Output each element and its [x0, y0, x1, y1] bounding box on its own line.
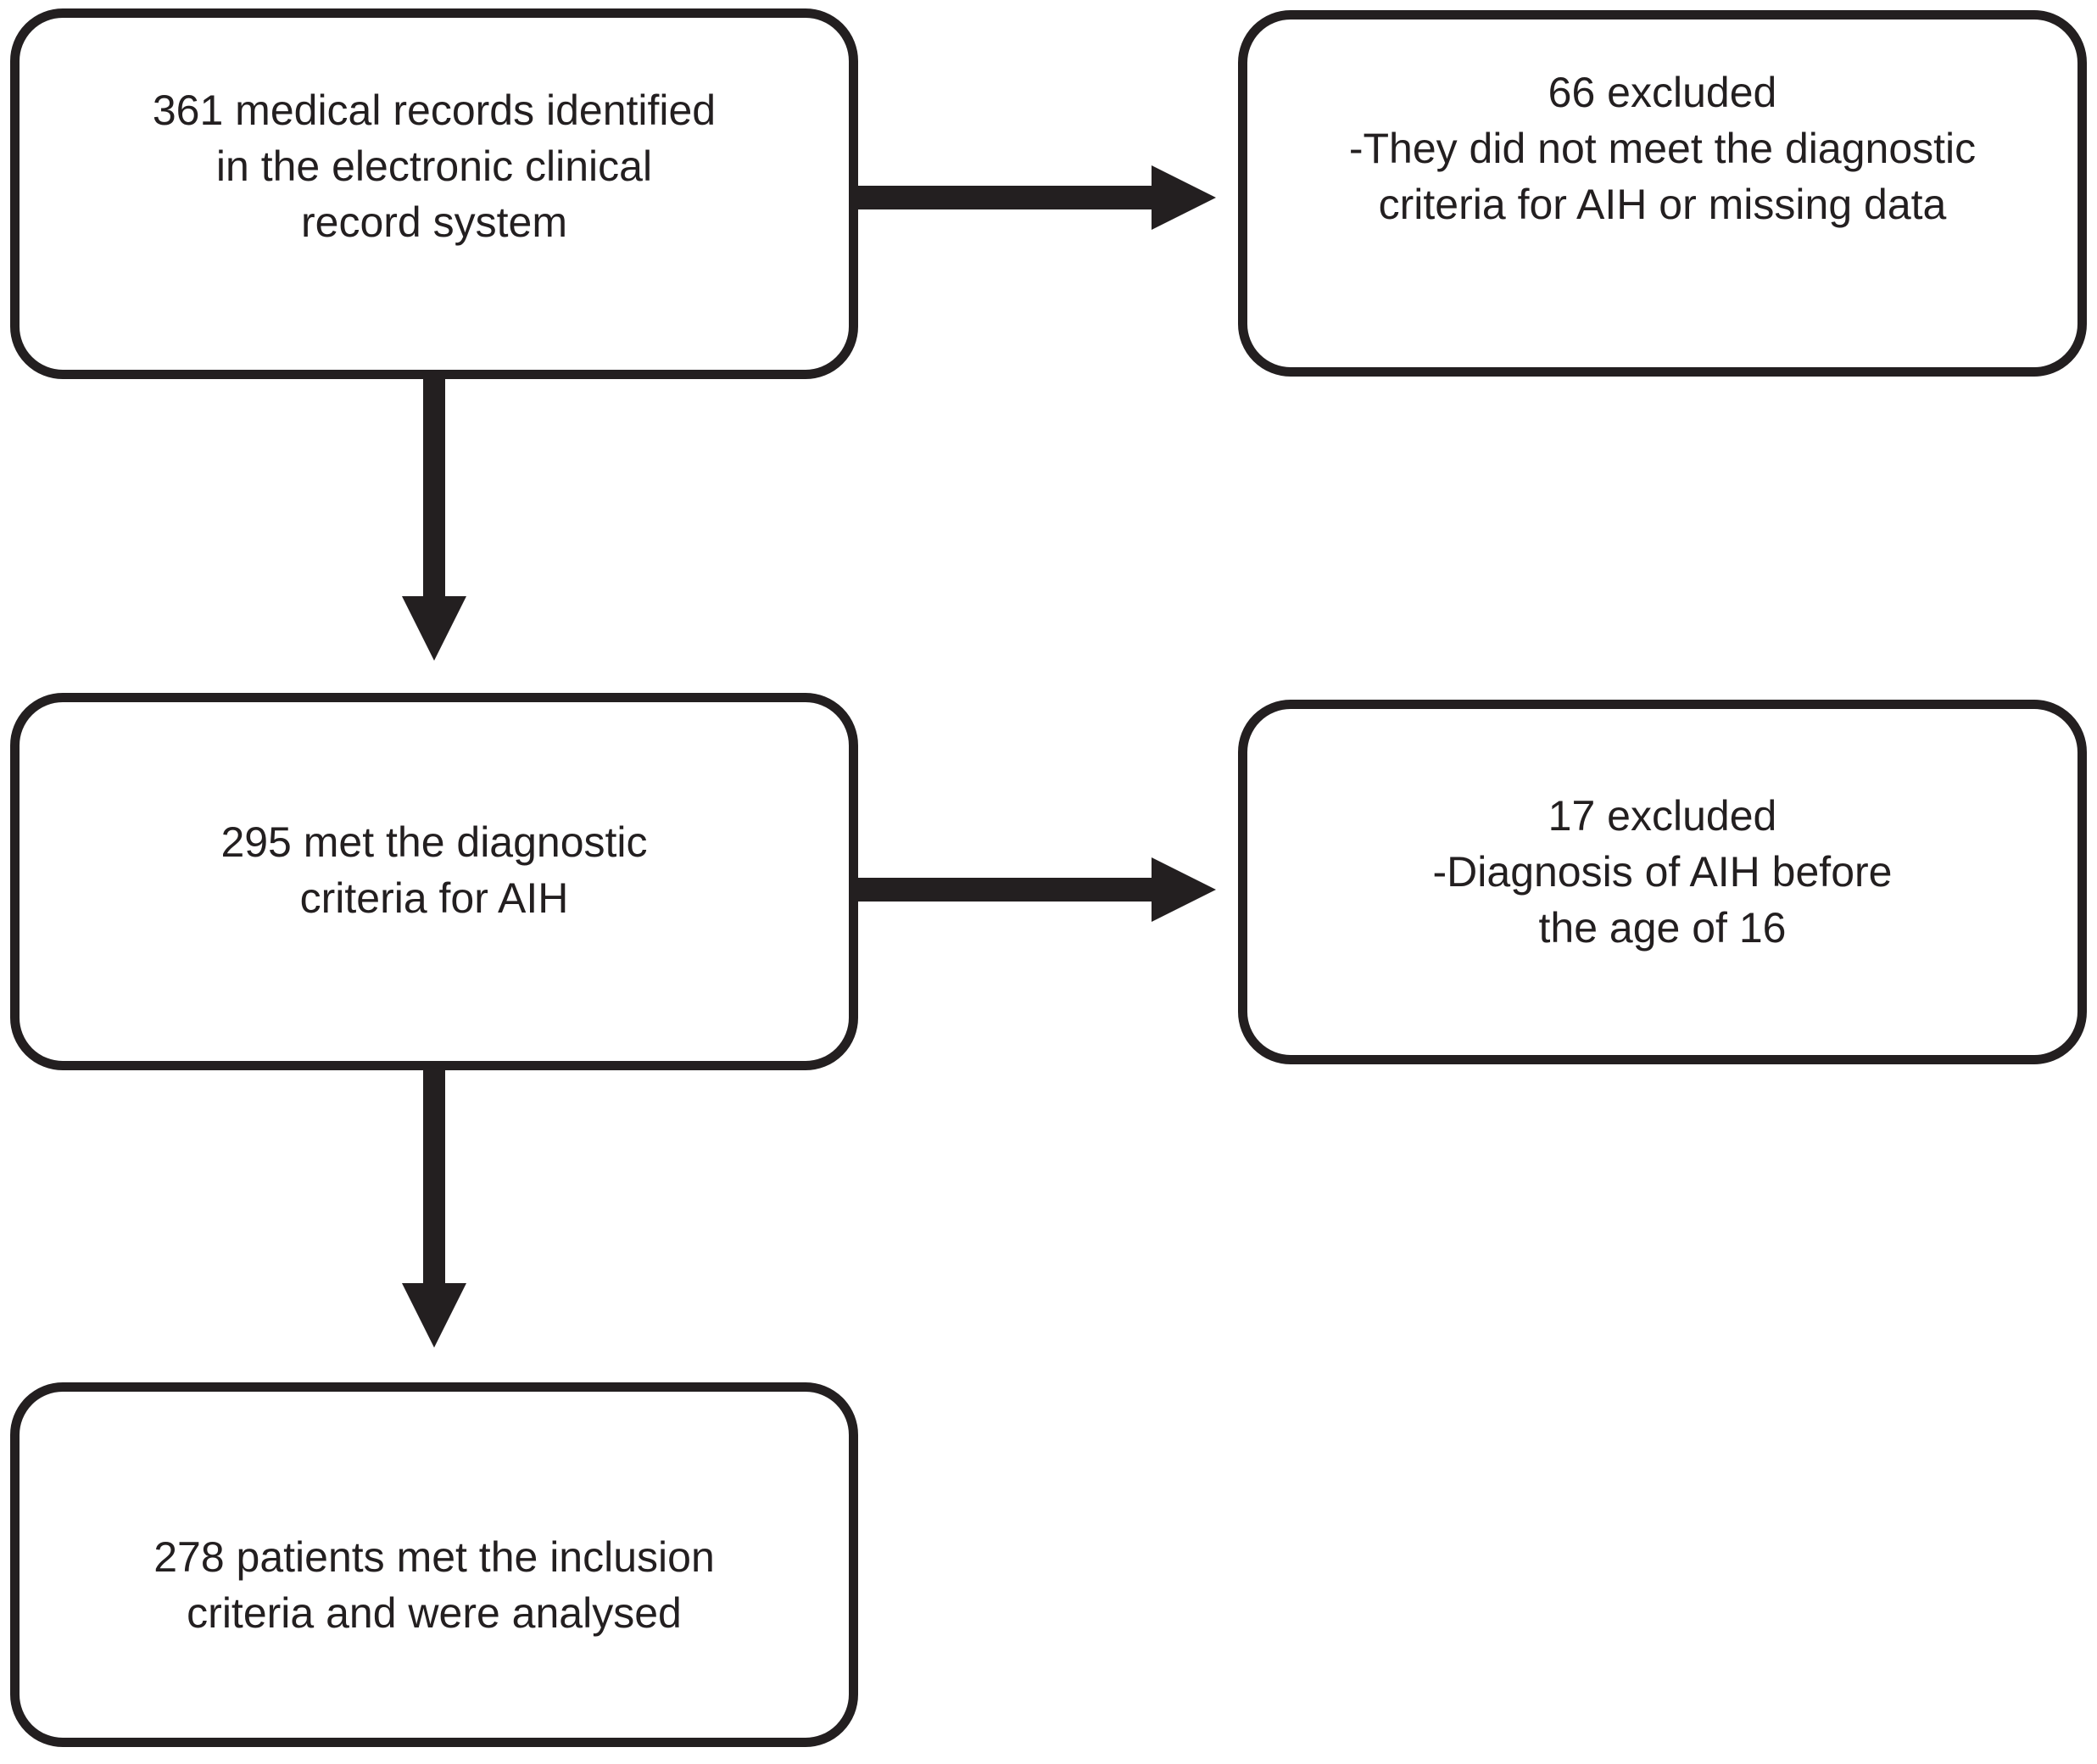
flow-box-patients-analysed: 278 patients met the inclusion criteria …	[10, 1382, 858, 1747]
flow-box-line: criteria for AIH	[299, 874, 569, 922]
flow-box-text: 295 met the diagnostic criteria for AIH	[220, 814, 647, 926]
arrowhead-right-icon	[1152, 165, 1216, 230]
flow-box-line: -They did not meet the diagnostic	[1348, 125, 1977, 172]
arrow-shaft	[858, 186, 1155, 209]
flow-box-text: 66 excluded -They did not meet the diagn…	[1349, 64, 1976, 232]
flow-box-records-identified: 361 medical records identified in the el…	[10, 8, 858, 379]
arrow-shaft	[423, 1070, 445, 1285]
flow-box-text: 361 medical records identified in the el…	[153, 82, 716, 250]
flow-box-line: in the electronic clinical	[215, 142, 653, 190]
flow-box-line: the age of 16	[1538, 904, 1787, 952]
flow-box-text: 17 excluded -Diagnosis of AIH before the…	[1433, 788, 1893, 956]
flow-box-excluded-17: 17 excluded -Diagnosis of AIH before the…	[1238, 700, 2087, 1064]
arrowhead-down-icon	[402, 1283, 466, 1348]
flow-box-line: criteria for AIH or missing data	[1378, 181, 1947, 228]
flow-box-line: 17 excluded	[1548, 792, 1777, 840]
flow-box-line: -Diagnosis of AIH before	[1432, 848, 1893, 896]
flow-box-met-diagnostic-criteria: 295 met the diagnostic criteria for AIH	[10, 693, 858, 1070]
arrow-shaft	[423, 379, 445, 598]
flow-box-text: 278 patients met the inclusion criteria …	[153, 1529, 715, 1641]
flow-box-line: 295 met the diagnostic	[220, 818, 648, 866]
flow-box-line: 361 medical records identified	[152, 86, 717, 134]
flow-box-line: criteria and were analysed	[187, 1589, 682, 1637]
flow-box-line: 66 excluded	[1548, 69, 1777, 116]
arrow-shaft	[854, 878, 1155, 902]
arrowhead-right-icon	[1152, 857, 1216, 922]
flow-box-line: record system	[301, 198, 567, 246]
arrowhead-down-icon	[402, 596, 466, 661]
flow-box-line: 278 patients met the inclusion	[153, 1533, 715, 1581]
flow-box-excluded-66: 66 excluded -They did not meet the diagn…	[1238, 10, 2087, 377]
